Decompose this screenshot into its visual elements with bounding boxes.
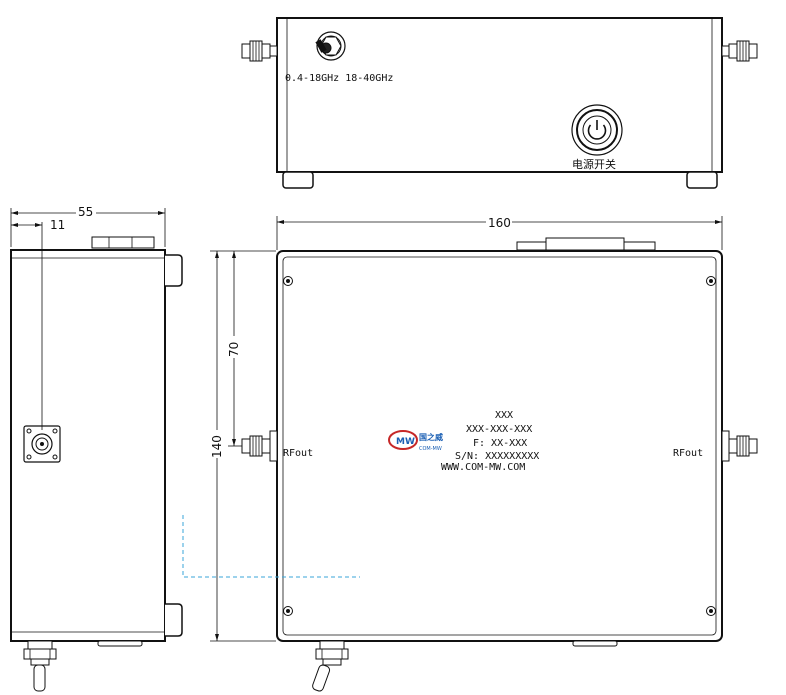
power-button-icon[interactable]: [571, 104, 623, 156]
side-top-bracket: [91, 236, 155, 249]
side-foot-bottom: [165, 603, 183, 637]
top-view: 0.4-18GHz 18-40GHz 电源开关: [241, 17, 758, 189]
toggle-switch-icon[interactable]: [315, 31, 346, 61]
serial-number-label: S/N: XXXXXXXXX: [455, 451, 539, 462]
frequency-label: F: XX-XXX: [473, 438, 527, 449]
front-view: RFout RFout MW 国之威 COM-MW XXX XXX-XXX-XX…: [182, 215, 758, 692]
side-foot-top: [165, 254, 183, 287]
half-height-dimension-label: 70: [227, 342, 241, 357]
svg-text:国之威: 国之威: [419, 432, 443, 442]
top-right-sma-connector-icon: [721, 40, 758, 62]
screw-top-right-icon: [706, 276, 716, 286]
depth-dimension-label: 55: [78, 205, 93, 219]
svg-text:MW: MW: [396, 437, 415, 447]
front-switch-icon: [312, 640, 349, 692]
screw-top-left-icon: [283, 276, 293, 286]
svg-text:COM-MW: COM-MW: [419, 446, 442, 452]
height-dimension-label: 140: [210, 435, 224, 458]
website-label: WWW.COM-MW.COM: [441, 462, 525, 473]
front-left-sma-connector-icon: [241, 430, 278, 462]
width-dimension-label: 160: [488, 216, 511, 230]
screw-bottom-right-icon: [706, 606, 716, 616]
top-left-sma-connector-icon: [241, 40, 278, 62]
rfout-left-label: RFout: [283, 448, 313, 459]
rfout-right-label: RFout: [673, 448, 703, 459]
screw-bottom-left-icon: [283, 606, 293, 616]
side-switch-icon: [23, 640, 57, 692]
side-view: 55 11: [10, 205, 183, 692]
model-label: XXX: [495, 410, 513, 421]
front-right-sma-connector-icon: [721, 430, 758, 462]
company-logo: MW 国之威 COM-MW: [388, 430, 443, 452]
top-view-foot-right: [686, 171, 718, 189]
side-sma-connector-icon: [23, 425, 61, 463]
power-switch-label: 电源开关: [572, 157, 616, 171]
frequency-range-label: 0.4-18GHz 18-40GHz: [285, 73, 393, 84]
front-top-bracket: [545, 237, 625, 251]
part-number-label: XXX-XXX-XXX: [466, 424, 532, 435]
top-view-foot-left: [282, 171, 314, 189]
connector-offset-dimension-label: 11: [50, 218, 65, 232]
top-view-body: [276, 17, 723, 173]
